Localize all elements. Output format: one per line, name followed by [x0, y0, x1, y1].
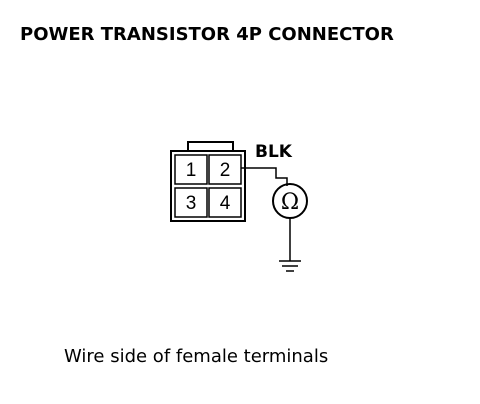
- diagram-title: POWER TRANSISTOR 4P CONNECTOR: [20, 24, 394, 45]
- pin-label-4: 4: [220, 193, 231, 214]
- ohm-symbol: Ω: [281, 190, 299, 215]
- pin-cell-4: [208, 187, 242, 218]
- pin-cell-3: [174, 187, 208, 218]
- pin-label-1: 1: [186, 160, 197, 181]
- wire-color-label: BLK: [255, 142, 293, 162]
- diagram-caption: Wire side of female terminals: [64, 346, 329, 367]
- test-lead-wire: [241, 167, 288, 186]
- pin-cell-1: [174, 154, 208, 185]
- ground-icon: [279, 260, 301, 272]
- pin-label-2: 2: [220, 160, 231, 181]
- pin-cell-2: [208, 154, 242, 185]
- connector-body: [170, 150, 246, 222]
- connector-latch: [187, 141, 234, 151]
- pin-label-3: 3: [186, 193, 197, 214]
